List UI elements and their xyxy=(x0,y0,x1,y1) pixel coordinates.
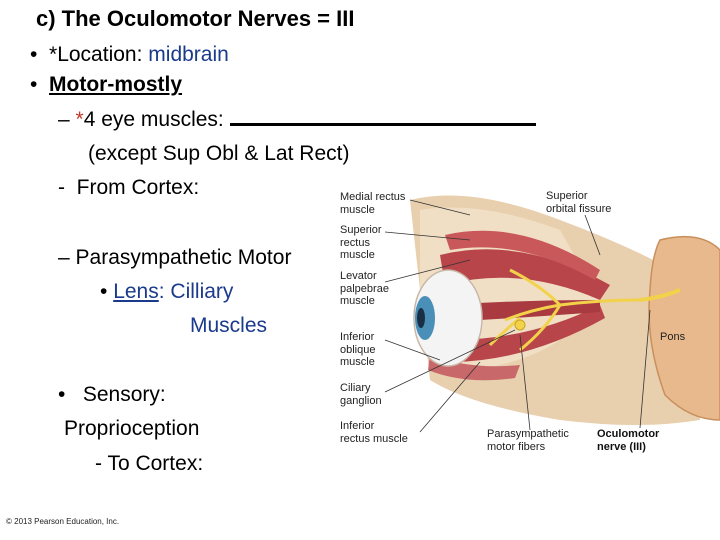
label-superior-rectus: Superior rectus muscle xyxy=(340,224,382,261)
label-oculomotor-nerve: Oculomotor nerve (III) xyxy=(597,428,660,453)
nerve-root xyxy=(639,288,681,302)
location-label: *Location: xyxy=(49,43,149,66)
lens-cilliary: : Cilliary xyxy=(158,280,234,303)
except-note: (except Sup Obl & Lat Rect) xyxy=(88,142,350,165)
from-cortex-label: From Cortex: xyxy=(76,176,200,199)
leader-lines xyxy=(384,199,651,433)
parasympathetic-label: Parasympathetic Motor xyxy=(75,246,292,269)
label-ciliary-ganglion: Ciliary ganglion xyxy=(340,382,382,407)
superior-rectus-shape xyxy=(440,249,610,300)
eye-muscles-label: 4 eye muscles: xyxy=(83,108,230,131)
to-cortex-label: - To Cortex: xyxy=(95,452,204,475)
eyeball-shape xyxy=(413,269,483,367)
pupil-shape xyxy=(417,308,425,328)
bullet-lens: • Lens: Cilliary xyxy=(100,280,233,304)
inferior-rectus-shape xyxy=(450,305,605,362)
red-asterisk: * xyxy=(75,108,84,131)
ciliary-ganglion-shape xyxy=(514,319,526,331)
label-superior-orbital-fissure: Superior orbital fissure xyxy=(546,190,612,215)
inferior-oblique-shape xyxy=(428,355,520,381)
oculomotor-nerve-fibers xyxy=(488,268,641,352)
label-pons: Pons xyxy=(660,331,686,343)
sensory-label: Sensory: xyxy=(82,383,166,406)
label-inferior-oblique: Inferior oblique muscle xyxy=(340,331,376,368)
sub-from-cortex: - From Cortex: xyxy=(58,176,199,200)
lens-label: Lens xyxy=(113,280,159,303)
label-levator: Levator palpebrae muscle xyxy=(340,270,389,307)
proprioception-label: Proprioception xyxy=(64,417,200,440)
dash-marker: – xyxy=(58,108,76,131)
label-inferior-rectus: Inferior rectus muscle xyxy=(340,420,408,445)
muscles-label: Muscles xyxy=(190,314,268,337)
bullet-marker: • xyxy=(100,280,114,303)
bullet-sensory: • Sensory: xyxy=(58,383,166,407)
dash-marker: - xyxy=(58,176,77,199)
sub-eye-muscles: – *4 eye muscles: xyxy=(58,107,536,132)
location-value: midbrain xyxy=(148,43,229,66)
label-parasympathetic-fibers: Parasympathetic motor fibers xyxy=(487,428,569,453)
dash-marker: – xyxy=(58,246,76,269)
bullet-marker: • xyxy=(30,73,50,96)
label-medial-rectus: Medial rectus muscle xyxy=(340,191,406,216)
bullet-marker: • xyxy=(58,383,83,406)
levator-shape xyxy=(445,230,600,280)
bullet-motor: • Motor-mostly xyxy=(30,73,182,97)
bullet-marker: • xyxy=(30,43,50,66)
pons-shape xyxy=(648,235,720,421)
bullet-location: • *Location: midbrain xyxy=(30,43,229,67)
sub-parasympathetic: – Parasympathetic Motor xyxy=(58,246,291,270)
answer-blank xyxy=(229,107,536,126)
slide-title: c) The Oculomotor Nerves = III xyxy=(36,6,355,31)
motor-label: Motor-mostly xyxy=(49,73,183,96)
copyright-notice: © 2013 Pearson Education, Inc. xyxy=(6,517,120,526)
